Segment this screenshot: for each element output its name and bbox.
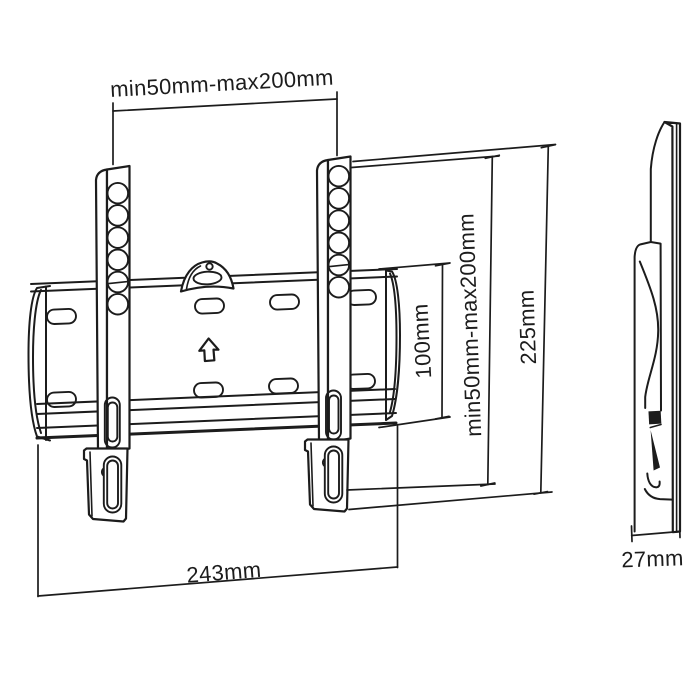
vesa-hole <box>106 181 130 205</box>
dimension-top-width: min50mm-max200mm <box>110 65 338 166</box>
dimension-line <box>37 566 399 597</box>
foot-slot <box>323 445 344 504</box>
latch-screw <box>205 262 214 271</box>
left-rail-flange <box>94 168 109 454</box>
tick <box>540 143 557 149</box>
right-bracket-rail <box>303 155 352 513</box>
vesa-hole <box>327 187 351 210</box>
side-latch-block <box>648 410 662 425</box>
up-arrow-icon <box>198 337 220 363</box>
plate-slot <box>46 307 77 325</box>
vesa-hole <box>327 275 351 299</box>
dimension-vesa-height-100: 100mm <box>378 262 451 429</box>
dimension-bracket-height: 225mm <box>348 143 557 511</box>
dimension-line <box>539 145 550 494</box>
side-rail-bar <box>663 120 682 534</box>
left-rail-face <box>105 164 131 454</box>
vesa-hole <box>327 231 351 255</box>
tick <box>479 482 496 487</box>
dimension-plate-width: 243mm <box>37 425 399 598</box>
side-latch-hook <box>646 472 661 489</box>
side-view <box>633 120 682 534</box>
right-rail-flange <box>315 158 330 444</box>
extension-line <box>378 262 451 270</box>
tick <box>434 262 451 267</box>
left-bracket-rail <box>82 164 131 523</box>
tick <box>484 154 501 160</box>
side-profile-bottom <box>643 488 674 501</box>
tick <box>630 525 633 543</box>
plate-slot <box>46 390 77 408</box>
plate-right-end-cap <box>385 269 401 421</box>
dimension-label-plate-width: 243mm <box>186 557 263 588</box>
vesa-hole <box>106 292 130 316</box>
foot-slot <box>102 455 123 514</box>
dimension-line <box>486 155 494 486</box>
dimension-line <box>441 263 444 419</box>
dimension-label-bracket-height: 225mm <box>514 289 542 365</box>
extension-line <box>346 483 496 491</box>
side-latch-spring <box>650 430 660 471</box>
vesa-hole <box>106 204 130 227</box>
front-view <box>27 155 401 523</box>
side-profile-outline <box>633 121 666 533</box>
right-rail-vesa-holes <box>327 164 351 299</box>
dimension-label-vesa-height: 100mm <box>407 303 436 379</box>
tick <box>434 415 450 420</box>
vesa-hole <box>106 226 130 249</box>
latch-slot <box>192 270 223 286</box>
extension-line <box>348 491 553 511</box>
extension-line <box>352 143 557 163</box>
vesa-hole <box>327 209 351 232</box>
extension-line <box>350 155 500 169</box>
locking-latch <box>179 260 235 293</box>
plate-slot <box>269 293 300 311</box>
plate-slot <box>268 377 299 395</box>
dimension-line <box>112 98 338 112</box>
plate-left-end-cap <box>27 285 51 442</box>
left-rail-vesa-holes <box>106 181 130 316</box>
dimension-depth: 27mm <box>621 521 684 572</box>
dimension-label-top-width: min50mm-max200mm <box>110 65 335 102</box>
right-rail-foot <box>303 438 350 513</box>
dimension-annotations: min50mm-max200mm 100mm min50mm-max200mm … <box>37 65 684 598</box>
tick <box>533 490 549 496</box>
vesa-hole <box>327 164 351 188</box>
plate-slot <box>193 381 224 399</box>
vesa-hole <box>106 248 130 272</box>
dimension-label-depth: 27mm <box>621 545 684 572</box>
side-profile-inner-edge <box>649 241 662 412</box>
left-rail-foot <box>82 447 129 523</box>
dimension-label-vesa-range: min50mm-max200mm <box>453 213 486 437</box>
side-plate-curve <box>638 260 660 409</box>
plate-slot <box>194 297 225 315</box>
